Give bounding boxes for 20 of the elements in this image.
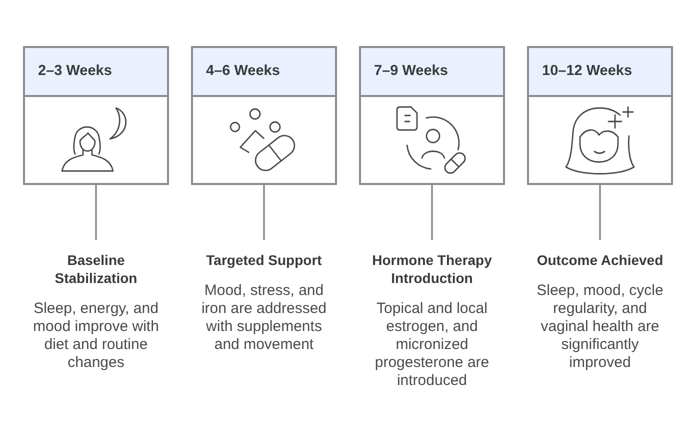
period-label: 2–3 Weeks bbox=[38, 62, 112, 80]
step-title: Targeted Support bbox=[206, 252, 322, 270]
connector-line bbox=[431, 185, 433, 240]
period-label: 7–9 Weeks bbox=[374, 62, 448, 80]
period-label: 10–12 Weeks bbox=[542, 62, 632, 80]
step-title: Outcome Achieved bbox=[536, 252, 664, 270]
step-description: Sleep, energy, and mood improve with diet and routine changes bbox=[32, 300, 160, 372]
connector-line bbox=[599, 185, 601, 240]
phase-card bbox=[527, 46, 673, 185]
step-description: Sleep, mood, cycle regularity, and vaginal health are significantly improved bbox=[536, 282, 664, 372]
step-title: Hormone Therapy Introduction bbox=[371, 252, 493, 287]
period-label: 4–6 Weeks bbox=[206, 62, 280, 80]
step-description: Mood, stress, and iron are addressed with supplements and movement bbox=[200, 282, 328, 354]
phase-card bbox=[23, 46, 169, 185]
step-title: Baseline Stabilization bbox=[54, 252, 138, 287]
connector-line bbox=[95, 185, 97, 240]
phase-card bbox=[359, 46, 505, 185]
connector-line bbox=[263, 185, 265, 240]
step-description: Topical and local estrogen, and micronized progesterone are introduced bbox=[374, 300, 490, 390]
phase-card bbox=[191, 46, 337, 185]
